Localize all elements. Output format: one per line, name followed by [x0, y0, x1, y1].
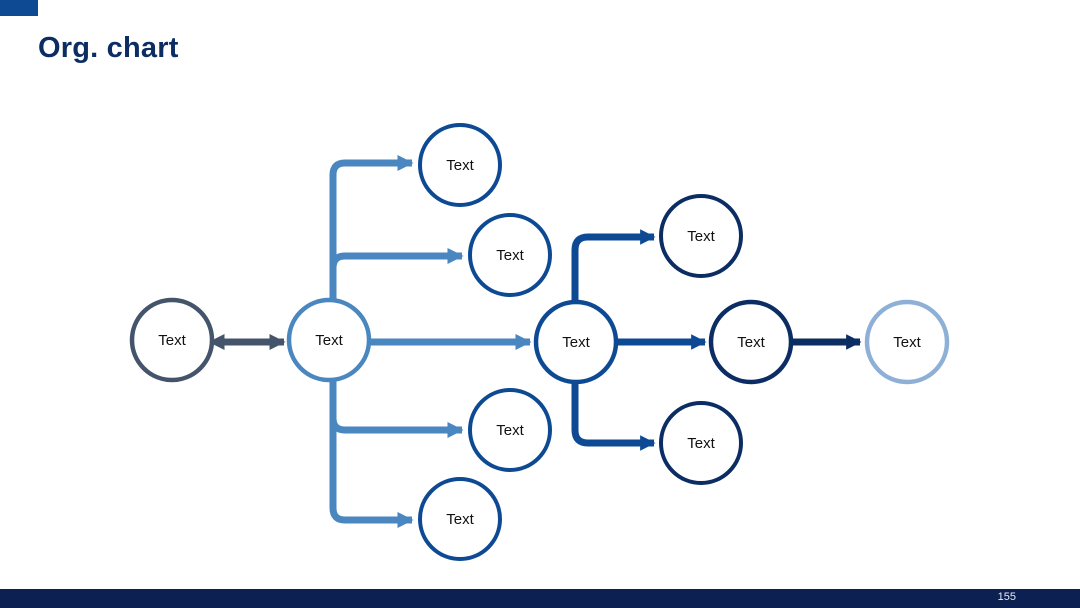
node-label: Text — [315, 332, 343, 349]
arrow-center-child-top — [571, 229, 656, 302]
node-label: Text — [687, 435, 715, 452]
corner-accent-tab — [0, 0, 38, 16]
node-root[interactable]: Text — [129, 297, 215, 383]
node-center[interactable]: Text — [533, 299, 619, 385]
footer-bar: 155 — [0, 589, 1080, 608]
arrow-hub-child-3 — [329, 380, 464, 439]
node-hub-child-4[interactable]: Text — [418, 477, 502, 561]
node-label: Text — [446, 511, 474, 528]
hub-connectors — [329, 154, 532, 529]
node-hub-child-2[interactable]: Text — [468, 213, 552, 297]
node-label: Text — [893, 334, 921, 351]
arrow-hub-child-2 — [329, 247, 464, 269]
page-number: 155 — [997, 591, 1016, 603]
node-next[interactable]: Text — [708, 299, 794, 385]
center-connectors — [571, 229, 862, 451]
node-label: Text — [496, 247, 524, 264]
arrow-hub-child-4 — [329, 418, 414, 529]
node-hub-child-3[interactable]: Text — [468, 388, 552, 472]
page-title: Org. chart — [38, 32, 179, 64]
node-label: Text — [158, 332, 186, 349]
arrow-hub-child-1 — [329, 154, 414, 300]
node-hub[interactable]: Text — [286, 297, 372, 383]
node-label: Text — [687, 228, 715, 245]
node-end[interactable]: Text — [864, 299, 950, 385]
node-center-child-bottom[interactable]: Text — [659, 401, 743, 485]
node-label: Text — [562, 334, 590, 351]
node-hub-child-1[interactable]: Text — [418, 123, 502, 207]
node-label: Text — [446, 157, 474, 174]
arrow-center-child-bottom — [571, 382, 656, 451]
node-center-child-top[interactable]: Text — [659, 194, 743, 278]
node-label: Text — [737, 334, 765, 351]
node-label: Text — [496, 422, 524, 439]
